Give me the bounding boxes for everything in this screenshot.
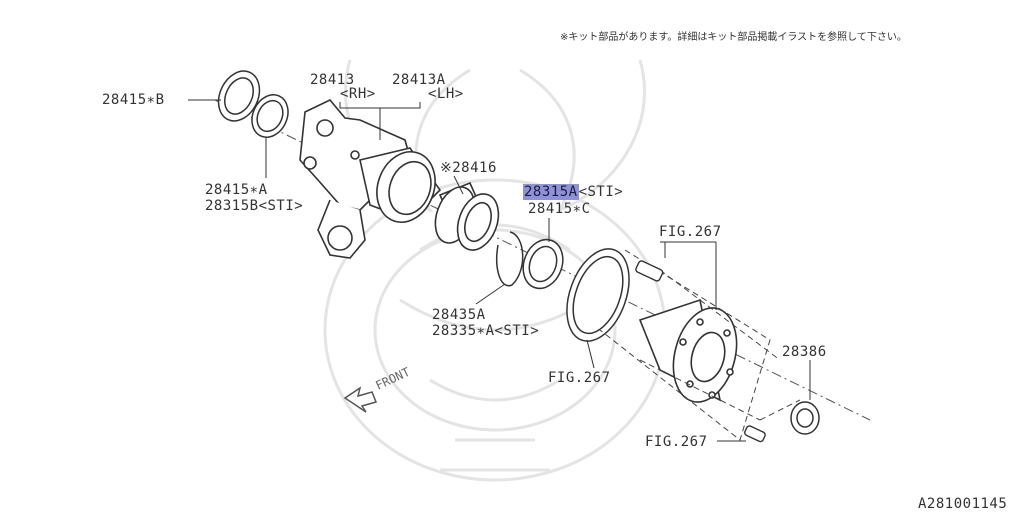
label-rh: <RH> (340, 86, 376, 102)
label-28413[interactable]: 28413 (310, 72, 355, 88)
stud-bolt-top (635, 260, 664, 282)
label-28415A[interactable]: 28415∗A (205, 182, 268, 198)
label-28435A[interactable]: 28435A (432, 307, 486, 323)
tone-ring (566, 248, 630, 342)
label-28315B-sti[interactable]: 28315B<STI> (205, 198, 304, 214)
bearing-28416 (434, 181, 500, 251)
label-28416[interactable]: ※28416 (440, 160, 497, 176)
seal-28415A (251, 94, 289, 138)
label-fig267-bottom[interactable]: FIG.267 (645, 434, 708, 450)
label-28415B[interactable]: 28415∗B (102, 92, 165, 108)
label-fig267-top[interactable]: FIG.267 (659, 224, 722, 240)
housing-knuckle (299, 99, 442, 259)
stud-bolt-bottom (744, 425, 766, 443)
label-28413A[interactable]: 28413A (392, 72, 446, 88)
front-label: FRONT (373, 365, 412, 393)
label-28315A[interactable]: 28315A<STI> (523, 184, 623, 200)
kit-note: ※キット部品があります。詳細はキット部品掲載イラストを参照して下さい。 (560, 32, 907, 43)
diagram-id: A281001145 (918, 496, 1008, 512)
snap-ring-28435A (496, 231, 524, 287)
label-lh: <LH> (428, 86, 464, 102)
label-28335A-sti[interactable]: 28335∗A<STI> (432, 323, 540, 339)
construction-lines (599, 249, 801, 441)
leader-lines (188, 99, 811, 442)
wheel-hub (638, 298, 738, 403)
front-arrow (343, 386, 378, 413)
seal-28415C (522, 238, 564, 290)
label-28386[interactable]: 28386 (782, 344, 827, 360)
label-28415C[interactable]: 28415∗C (528, 201, 591, 217)
nut-28386 (790, 401, 820, 435)
seal-28415B (217, 70, 261, 122)
label-fig267-mid[interactable]: FIG.267 (548, 370, 611, 386)
highlighted-part-28315A[interactable]: 28315A (523, 184, 579, 200)
label-sti-28315A: <STI> (578, 184, 624, 200)
